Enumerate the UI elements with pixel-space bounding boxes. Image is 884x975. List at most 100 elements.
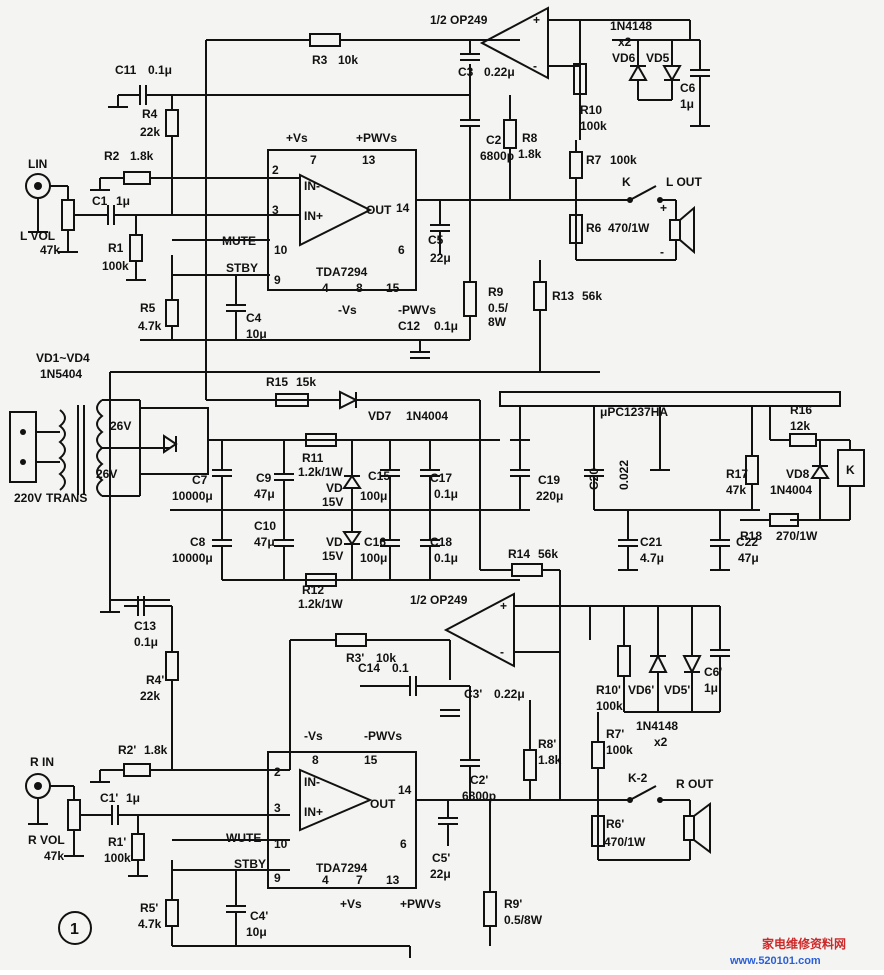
c7-label: C7 [192, 473, 208, 487]
left-vol-label: L VOL [20, 229, 55, 243]
c17-label: C17 [430, 471, 452, 485]
left-vs-neg: -Vs [338, 303, 357, 317]
c8-label: C8 [190, 535, 206, 549]
vd7-value: 1N4004 [406, 409, 448, 423]
vd8-label: VD8 [786, 467, 810, 481]
transformer [58, 399, 104, 497]
right-tda7294: IN- IN+ OUT 2 3 8 15 14 10 6 9 4 7 13 TD… [267, 751, 417, 889]
r5-value: 4.7k [138, 319, 162, 333]
r10-value: 100k [580, 119, 607, 133]
figure-number-badge [58, 911, 92, 945]
r7-label: R7 [586, 153, 602, 167]
power-supply: R15 15k VD7 1N4004 VD1~VD4 1N5404 220V T… [9, 351, 600, 611]
right-ic-pin7: 7 [356, 873, 363, 887]
r5p-label: R5' [140, 901, 158, 915]
r13-label: R13 [552, 289, 574, 303]
left-ic-in-pos: IN+ [304, 209, 323, 223]
r12-label: R12 [302, 583, 324, 597]
r5-label: R5 [140, 301, 156, 315]
right-ic-pin15: 15 [364, 753, 378, 767]
right-channel: C13 0.1μ R4' 22k R2' 1.8k R IN R VOL 47k [25, 592, 730, 958]
r1p-label: R1' [108, 835, 126, 849]
right-pwvs-pos: +PWVs [400, 897, 441, 911]
r1p-value: 100k [104, 851, 131, 865]
right-ic-out: OUT [370, 797, 396, 811]
r5p-value: 4.7k [138, 917, 162, 931]
c6p-label: C6' [704, 665, 722, 679]
right-speaker [683, 800, 711, 860]
c3-value: 0.22μ [484, 65, 515, 79]
c2p-label: C2' [470, 773, 488, 787]
watermark-line2: www.520101.com [729, 955, 821, 967]
right-ic-pin10: 10 [274, 837, 288, 851]
rectifier-label: VD1~VD4 [36, 351, 90, 365]
r13-value: 56k [582, 289, 602, 303]
r14-value: 56k [538, 547, 558, 561]
r18-label: R18 [740, 529, 762, 543]
c19-label: C19 [538, 473, 560, 487]
right-ic-mute: WUTE [226, 831, 261, 845]
c14-label: C14 [358, 661, 380, 675]
left-ic-pin9: 9 [274, 273, 281, 287]
c2-value: 6800p [480, 149, 514, 163]
r8p-label: R8' [538, 737, 556, 751]
svg-text:-: - [500, 645, 504, 659]
right-switch-k2: K-2 [628, 771, 648, 785]
right-vs-neg: -Vs [304, 729, 323, 743]
left-diode-type: 1N4148 [610, 19, 652, 33]
c20-value: 0.022 [617, 460, 631, 490]
protect-ic-label: μPC1237HA [600, 405, 668, 419]
right-out-label: R OUT [676, 777, 714, 791]
r16-label: R16 [790, 403, 812, 417]
r10p-value: 100k [596, 699, 623, 713]
left-switch-k: K [622, 175, 631, 189]
r10-label: R10 [580, 103, 602, 117]
right-ic-pin6: 6 [400, 837, 407, 851]
right-ic-in-neg: IN- [304, 775, 320, 789]
left-ic-pin14: 14 [396, 201, 410, 215]
c4p-value: 10μ [246, 925, 267, 939]
r8p-value: 1.8k [538, 753, 562, 767]
r6-value: 470/1W [608, 221, 650, 235]
vd5p-diode [682, 655, 702, 675]
left-ic-pin3: 3 [272, 203, 279, 217]
right-vol-label: R VOL [28, 833, 65, 847]
c7-value: 10000μ [172, 489, 213, 503]
r9-label: R9 [488, 285, 504, 299]
c8-value: 10000μ [172, 551, 213, 565]
c3-label: C3 [458, 65, 474, 79]
c10-label: C10 [254, 519, 276, 533]
r4-value: 22k [140, 125, 160, 139]
left-tda7294: IN- IN+ OUT 2 3 7 13 14 10 6 9 4 8 15 MU… [222, 149, 417, 295]
r15-value: 15k [296, 375, 316, 389]
left-ic-mute: MUTE [222, 234, 256, 248]
left-volume-pot [61, 199, 75, 231]
svg-text:+: + [660, 201, 667, 215]
r3-value: 10k [338, 53, 358, 67]
r15-label: R15 [266, 375, 288, 389]
left-channel: LIN L VOL 47k C1 1μ R1 100k R2 1.8k [20, 6, 710, 400]
right-input-label: R IN [30, 755, 54, 769]
right-diode-type: 1N4148 [636, 719, 678, 733]
right-pwvs-neg: -PWVs [364, 729, 402, 743]
figure-number: 1 [70, 921, 79, 938]
left-ic-pin10: 10 [274, 243, 288, 257]
trans-label: TRANS [46, 491, 87, 505]
vd-lower-label: VD [326, 535, 343, 549]
c5-value: 22μ [430, 251, 451, 265]
r4p-label: R4' [146, 673, 164, 687]
right-ic-pin14: 14 [398, 783, 412, 797]
c9-label: C9 [256, 471, 272, 485]
r9p-value: 0.5/8W [504, 913, 543, 927]
r7p-value: 100k [606, 743, 633, 757]
vd6-diode [628, 63, 648, 81]
left-ic-pin8: 8 [356, 281, 363, 295]
trans-sec-bot: 26V [96, 467, 117, 481]
left-out-label: L OUT [666, 175, 702, 189]
r4-label: R4 [142, 107, 158, 121]
c11-label: C11 [115, 63, 137, 77]
left-ic-pin6: 6 [398, 243, 405, 257]
r3-label: R3 [312, 53, 328, 67]
c6-value: 1μ [680, 97, 694, 111]
